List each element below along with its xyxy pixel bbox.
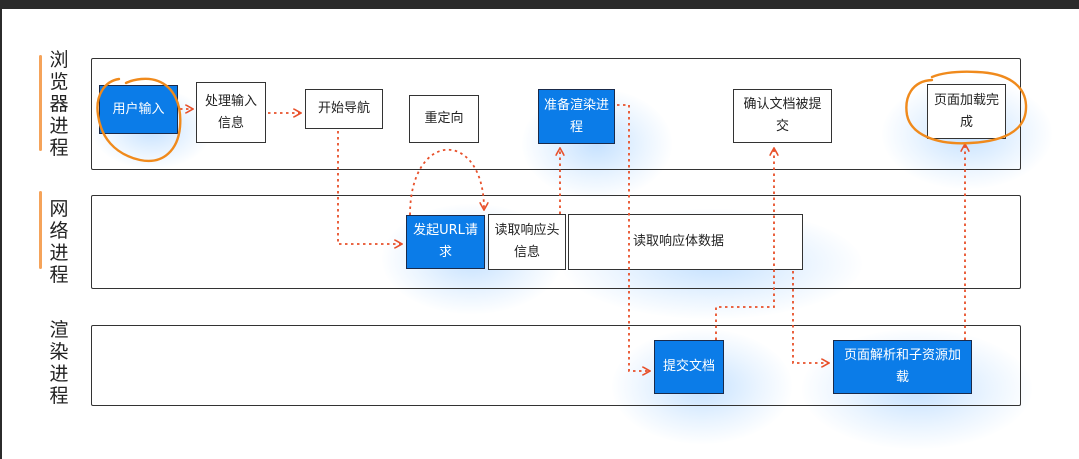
lane-label-renderer: 渲染进程 [49,319,69,407]
arrow-body-to-parse [792,271,828,363]
send-url-request-box: 发起URL请求 [406,215,485,269]
arrow-prepare-to-commit [617,104,649,371]
arrow-redirect-loop [409,148,484,216]
lane-marker [39,191,42,269]
start-navigation-box: 开始导航 [305,89,383,129]
annotation-circle-page-loaded [905,70,1028,145]
lane-label-network: 网络进程 [49,198,69,286]
prepare-renderer-box: 准备渲染进程 [538,89,615,144]
browser-process-lane [91,58,1021,170]
arrow-navigation-to-request [337,131,401,244]
confirm-document-box: 确认文档被提交 [733,89,832,143]
parse-and-load-box: 页面解析和子资源加载 [833,340,972,394]
lane-label-browser: 浏览器进程 [49,49,69,159]
lane-marker [39,55,42,151]
annotation-circle-user-input [96,77,182,163]
process-input-box: 处理输入信息 [196,82,266,143]
user-input-box: 用户输入 [99,85,178,134]
page-loaded-box: 页面加载完成 [927,84,1006,139]
redirect-box: 重定向 [409,95,479,143]
read-response-body-box: 读取响应体数据 [568,214,803,270]
arrow-commit-to-confirm [715,149,774,340]
renderer-process-lane [91,325,1021,406]
network-process-lane [91,195,1021,289]
diagram-canvas: 浏览器进程 网络进程 渲染进程 用户输入 处理输入信息 开始导航 重定向 准备渲… [2,9,1079,459]
read-response-headers-box: 读取响应头信息 [488,214,566,270]
commit-document-box: 提交文档 [654,340,724,394]
flow-arrows [96,70,1028,459]
